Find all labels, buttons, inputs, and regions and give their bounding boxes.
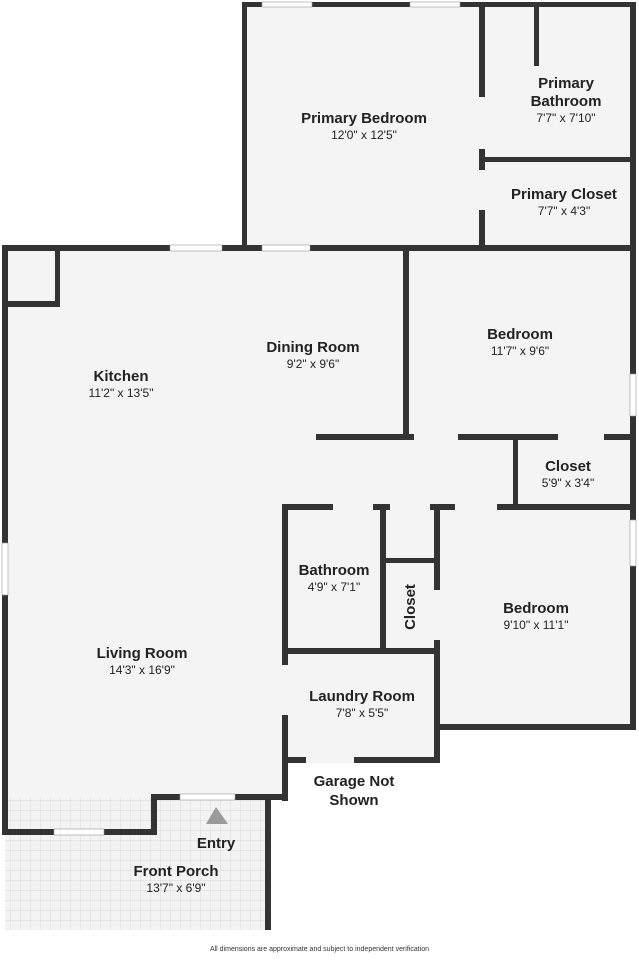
wall xyxy=(55,250,60,307)
front-porch-name: Front Porch xyxy=(134,863,219,880)
wall xyxy=(434,724,636,730)
door-opening xyxy=(333,504,373,510)
closet-2-name: Closet xyxy=(545,458,591,475)
door-opening xyxy=(434,590,440,640)
wall xyxy=(151,794,157,835)
kitchen-name: Kitchen xyxy=(93,368,148,385)
window xyxy=(53,828,105,836)
living-room-dim: 14'3" x 16'9" xyxy=(109,663,175,677)
wall xyxy=(479,157,636,162)
living-room-name: Living Room xyxy=(97,645,188,662)
front-porch-floor xyxy=(5,797,269,930)
windows xyxy=(1,1,637,836)
entry-label: Entry xyxy=(197,835,236,852)
kitchen-dim: 11'2" x 13'5" xyxy=(89,386,154,400)
wall xyxy=(282,757,440,763)
window xyxy=(179,793,236,801)
door-openings xyxy=(282,97,604,763)
primary-bathroom-name-line1: Primary xyxy=(538,75,595,92)
wall xyxy=(2,301,60,307)
window xyxy=(261,244,311,252)
disclaimer-text: All dimensions are approximate and subje… xyxy=(209,946,430,953)
primary-bathroom-dim: 7'7" x 7'10" xyxy=(536,111,595,125)
window xyxy=(629,519,637,567)
bedroom-3-name: Bedroom xyxy=(503,600,569,617)
wall xyxy=(242,2,247,250)
door-opening xyxy=(558,434,604,440)
wall xyxy=(380,504,386,654)
door-opening xyxy=(306,757,354,763)
door-opening xyxy=(455,504,497,510)
primary-bedroom-dim: 12'0" x 12'5" xyxy=(331,128,397,142)
bathroom-dim: 4'9" x 7'1" xyxy=(308,580,360,594)
closet-corner-box xyxy=(8,250,58,304)
floor-areas xyxy=(5,5,633,930)
primary-closet-name: Primary Closet xyxy=(511,186,617,203)
laundry-room-name: Laundry Room xyxy=(309,688,415,705)
wall xyxy=(2,245,8,835)
window xyxy=(261,1,313,8)
door-opening xyxy=(390,504,430,510)
wall xyxy=(534,2,539,66)
door-opening xyxy=(479,170,485,210)
window xyxy=(629,373,637,417)
garage-note-line1: Garage Not xyxy=(314,773,395,790)
dining-room-dim: 9'2" x 9'6" xyxy=(287,357,339,371)
wall xyxy=(265,797,271,930)
closet-2-dim: 5'9" x 3'4" xyxy=(542,476,594,490)
window xyxy=(169,244,223,252)
laundry-room-dim: 7'8" x 5'5" xyxy=(336,706,388,720)
door-opening xyxy=(479,97,485,149)
primary-closet-dim: 7'7" x 4'3" xyxy=(538,204,590,218)
wall xyxy=(316,434,636,440)
bedroom-2-name: Bedroom xyxy=(487,326,553,343)
window xyxy=(409,1,461,8)
wall xyxy=(2,245,636,251)
door-opening xyxy=(282,665,288,715)
bedroom-3-dim: 9'10" x 11'1" xyxy=(504,618,569,632)
triangle-up-icon xyxy=(206,807,228,824)
bedroom-2-dim: 11'7" x 9'6" xyxy=(491,344,549,358)
small-closet-name: Closet xyxy=(402,584,419,630)
wall xyxy=(380,558,437,563)
wall xyxy=(630,2,636,730)
dining-room-name: Dining Room xyxy=(266,339,359,356)
room-labels: Primary Bedroom 12'0" x 12'5" Primary Ba… xyxy=(89,75,617,895)
primary-bathroom-name-line2: Bathroom xyxy=(531,93,602,110)
door-opening xyxy=(414,434,458,440)
window xyxy=(1,542,9,596)
primary-bedroom-name: Primary Bedroom xyxy=(301,110,427,127)
wall xyxy=(403,248,409,440)
wall xyxy=(282,648,440,654)
front-porch-dim: 13'7" x 6'9" xyxy=(146,881,205,895)
wall xyxy=(513,434,518,510)
bathroom-name: Bathroom xyxy=(299,562,370,579)
main-floor xyxy=(5,5,633,832)
garage-note-line2: Shown xyxy=(329,792,378,809)
